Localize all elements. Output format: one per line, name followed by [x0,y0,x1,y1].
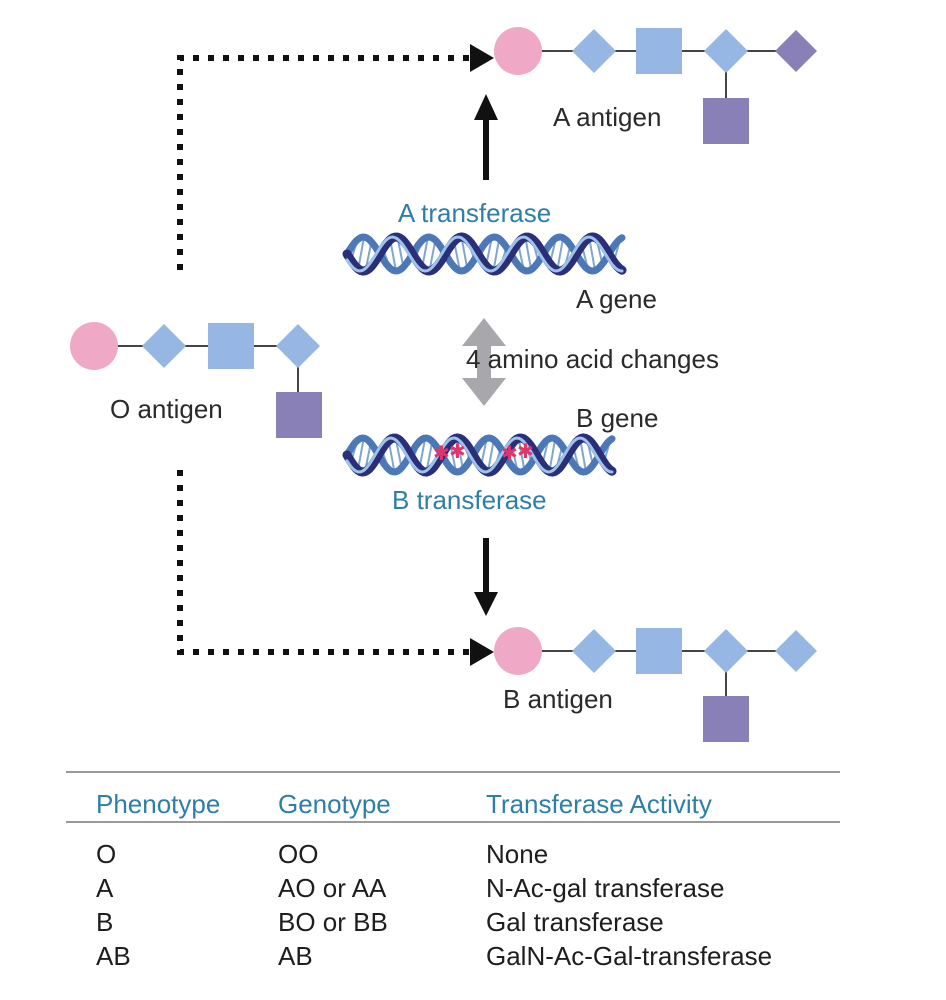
cell-genotype: AB [278,941,313,971]
cell-activity: None [486,839,549,869]
o-antigen-chain [70,322,322,438]
a-antigen-branch-square [703,98,749,144]
b-gene-label: B gene [576,403,659,433]
o-antigen-square [208,323,254,369]
abo-pathway-diagram: ✱ ✱ ✱ ✱ [70,27,817,742]
svg-text:✱: ✱ [501,441,518,465]
b-antigen-diamond-1 [572,629,616,673]
cell-phenotype: O [96,839,117,869]
o-antigen-diamond-2 [276,324,320,368]
b-antigen-square [636,628,682,674]
a-gene-dna-helix [342,232,627,276]
dotted-path-to-b-antigen [177,470,494,666]
a-antigen-chain [494,27,817,144]
table-row: B BO or BB Gal transferase [66,907,840,941]
dotted-path-to-a-antigen [177,44,494,270]
mutation-stars: ✱ ✱ ✱ ✱ [433,439,534,465]
cell-activity: Gal transferase [486,907,664,937]
amino-acid-changes-label: 4 amino acid changes [466,344,719,374]
a-antigen-diamond-2 [704,29,748,73]
a-transferase-label: A transferase [398,198,552,228]
arrow-down-to-b-antigen [474,538,498,616]
b-gene-dna-helix [342,433,617,477]
o-antigen-circle [70,322,118,370]
header-transferase-activity: Transferase Activity [486,789,712,819]
cell-phenotype: B [96,907,114,937]
a-antigen-square [636,28,682,74]
cell-genotype: AO or AA [278,873,387,903]
svg-text:✱: ✱ [517,439,534,463]
b-antigen-label: B antigen [503,684,613,714]
arrow-up-to-a-antigen [474,94,498,180]
table-row: AB AB GalN-Ac-Gal-transferase [66,941,840,975]
a-gene-label: A gene [576,284,657,314]
table-header: Phenotype Genotype Transferase Activity [66,789,840,823]
cell-genotype: OO [278,839,319,869]
table-top-rule [66,771,840,773]
cell-phenotype: A [96,873,114,903]
a-antigen-circle [494,27,542,75]
o-antigen-label: O antigen [110,394,223,424]
a-antigen-diamond-terminal [775,30,817,72]
svg-text:✱: ✱ [433,441,450,465]
table-header-rule [66,821,840,823]
cell-genotype: BO or BB [278,907,388,937]
b-antigen-diamond-terminal [775,630,817,672]
header-genotype: Genotype [278,789,391,819]
cell-activity: N-Ac-gal transferase [486,873,725,903]
b-transferase-label: B transferase [392,485,547,515]
b-antigen-circle [494,627,542,675]
header-phenotype: Phenotype [96,789,221,819]
cell-activity: GalN-Ac-Gal-transferase [486,941,773,971]
a-antigen-diamond-1 [572,29,616,73]
o-antigen-diamond-1 [142,324,186,368]
b-antigen-diamond-2 [704,629,748,673]
table-row: O OO None [66,839,840,873]
cell-phenotype: AB [96,941,131,971]
a-antigen-label: A antigen [553,102,662,132]
o-antigen-branch-square [276,392,322,438]
svg-text:✱: ✱ [449,439,466,463]
table-row: A AO or AA N-Ac-gal transferase [66,873,840,907]
b-antigen-branch-square [703,696,749,742]
b-antigen-chain [494,627,817,742]
double-arrow-gray [462,318,506,406]
